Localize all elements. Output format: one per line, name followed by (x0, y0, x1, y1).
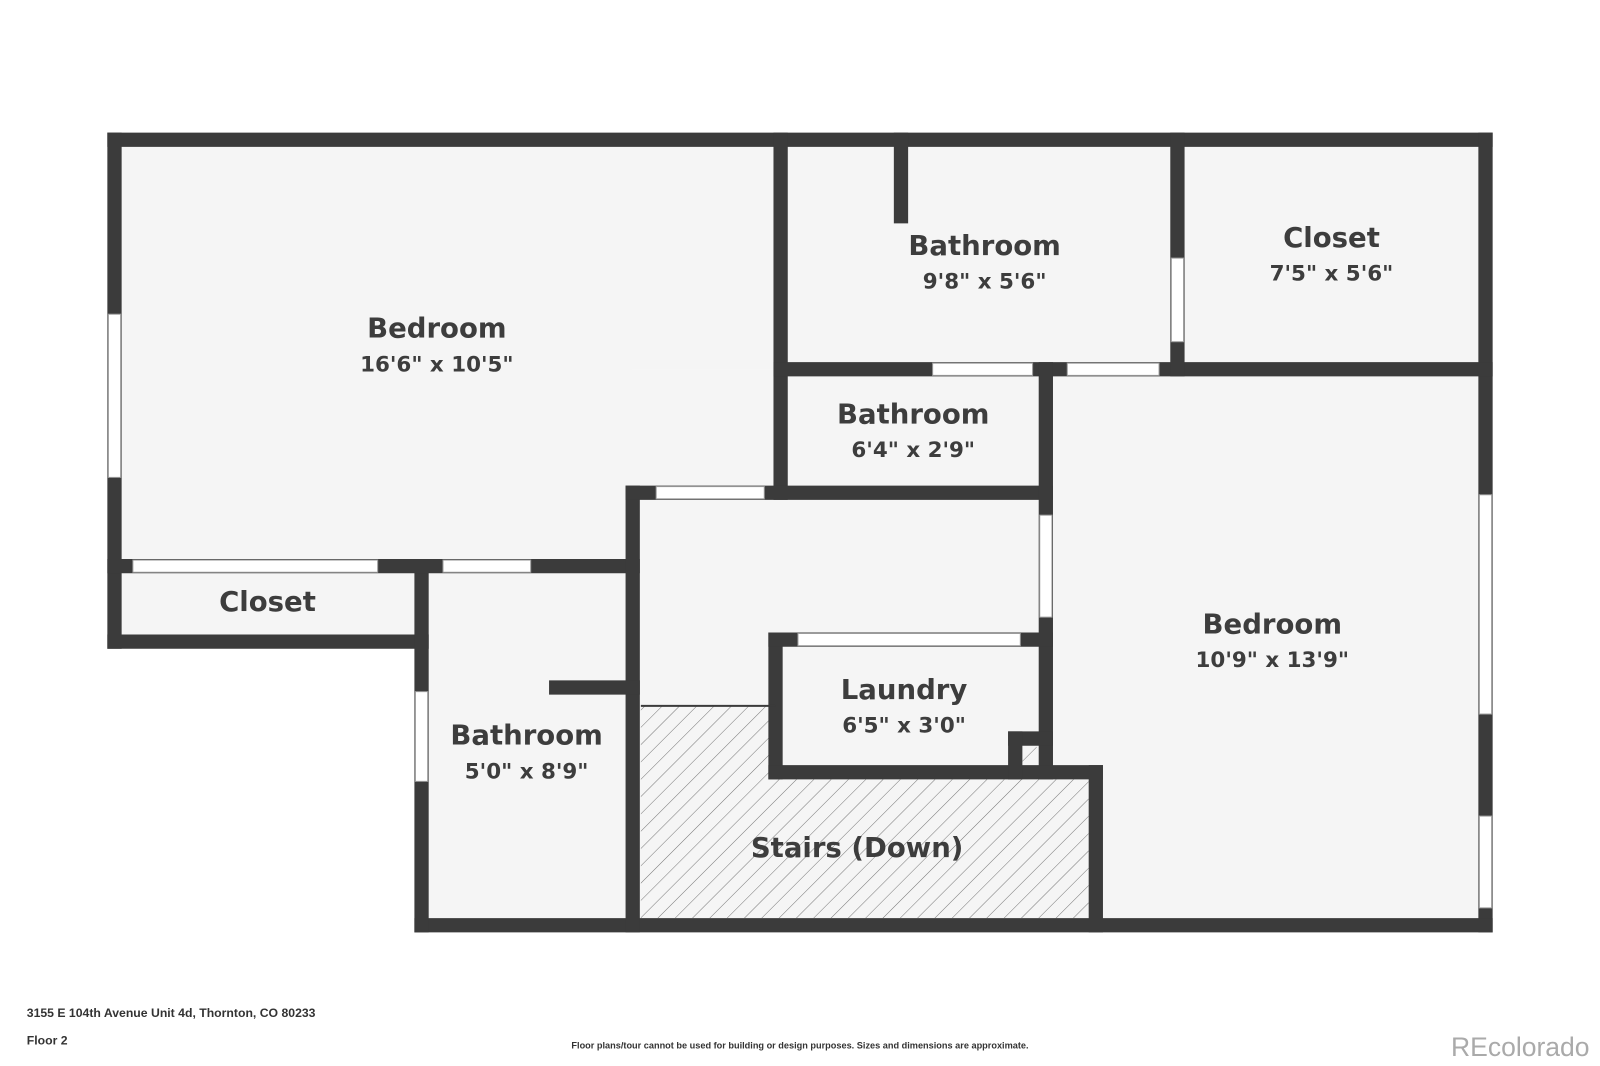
room-closet-1: Closet 7'5" x 5'6" (1270, 222, 1394, 287)
room-bathroom-3: Bathroom 5'0" x 8'9" (450, 720, 602, 785)
room-bedroom-1: Bedroom 16'6" x 10'5" (360, 313, 514, 378)
stairs-hatch-small (1022, 746, 1037, 764)
disclaimer: Floor plans/tour cannot be used for buil… (571, 1041, 1028, 1051)
svg-text:9'8" x 5'6": 9'8" x 5'6" (923, 270, 1047, 295)
svg-text:7'5" x 5'6": 7'5" x 5'6" (1270, 262, 1394, 287)
room-bathroom-2: Bathroom 6'4" x 2'9" (837, 398, 989, 463)
svg-text:6'4" x 2'9": 6'4" x 2'9" (851, 438, 975, 463)
room-bathroom-1: Bathroom 9'8" x 5'6" (908, 230, 1060, 295)
svg-text:Bathroom: Bathroom (837, 398, 989, 430)
floor-label: Floor 2 (27, 1034, 68, 1048)
stairs-hatch (640, 705, 1089, 919)
openings (107, 257, 1493, 909)
svg-text:5'0" x 8'9": 5'0" x 8'9" (465, 759, 589, 784)
svg-text:10'9" x 13'9": 10'9" x 13'9" (1196, 648, 1350, 673)
svg-text:Closet: Closet (219, 586, 316, 618)
svg-text:Stairs (Down): Stairs (Down) (751, 832, 964, 864)
svg-text:6'5" x 3'0": 6'5" x 3'0" (842, 713, 966, 738)
floor-fill (114, 139, 1486, 926)
brand-logo: REcolorado (1451, 1032, 1590, 1062)
svg-text:Closet: Closet (1283, 222, 1380, 254)
svg-text:Laundry: Laundry (841, 674, 968, 706)
svg-text:16'6" x 10'5": 16'6" x 10'5" (360, 352, 514, 377)
svg-text:Bedroom: Bedroom (1203, 608, 1342, 640)
address: 3155 E 104th Avenue Unit 4d, Thornton, C… (27, 1006, 316, 1020)
svg-text:Bedroom: Bedroom (367, 313, 506, 345)
room-bedroom-2: Bedroom 10'9" x 13'9" (1196, 608, 1350, 673)
room-laundry: Laundry 6'5" x 3'0" (841, 674, 968, 739)
room-stairs: Stairs (Down) (751, 832, 964, 864)
svg-text:Bathroom: Bathroom (908, 230, 1060, 262)
svg-text:Bathroom: Bathroom (450, 720, 602, 752)
room-closet-2: Closet (219, 586, 316, 618)
